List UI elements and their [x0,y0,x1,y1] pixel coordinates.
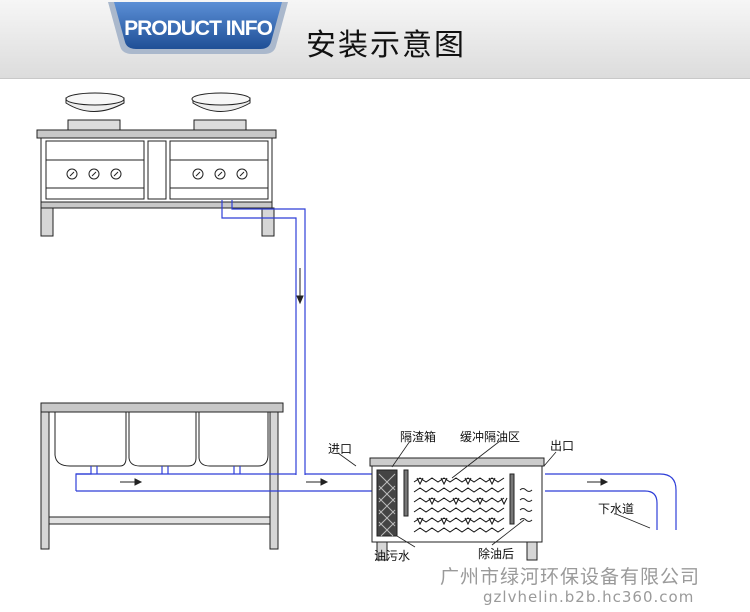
label-outlet: 出口 [550,439,575,453]
label-after-oil-removal: 除油后 [478,547,515,561]
slag-box [376,469,398,537]
sink-table [40,402,284,550]
leader-lines [337,440,651,548]
grease-interceptor [369,457,545,561]
pipes [75,200,677,530]
label-slag-box: 隔渣箱 [400,430,437,444]
company-watermark: 广州市绿河环保设备有限公司 [440,566,701,588]
stove-unit [36,92,277,237]
badge-label: PRODUCT INFO [124,17,273,40]
product-info-badge [108,2,288,54]
label-oily-water: 油污水 [374,549,411,563]
website-watermark: gzlvhelin.b2b.hc360.com [483,588,695,606]
label-inlet: 进口 [328,442,353,456]
page-title: 安装示意图 [306,28,466,63]
flow-arrows [120,268,609,486]
label-sewer: 下水道 [598,502,635,516]
label-buffer-oil-zone: 缓冲隔油区 [460,430,521,444]
filter-media [413,477,508,533]
